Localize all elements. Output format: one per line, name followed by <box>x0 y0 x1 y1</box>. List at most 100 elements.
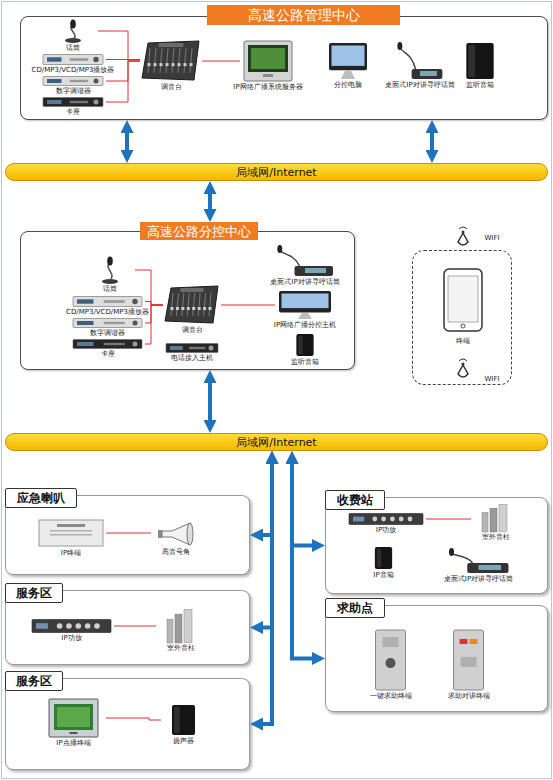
device-illustration <box>361 546 406 570</box>
site-box: 应急喇叭IP终端高音号角 <box>5 495 250 575</box>
device-icon <box>40 97 106 107</box>
device-icon <box>240 40 296 82</box>
device: 求助对讲终端 <box>441 629 496 702</box>
device-illustration <box>240 40 296 82</box>
device: 室外音柱 <box>156 609 206 654</box>
audio-wire <box>106 533 151 534</box>
device-icon <box>156 609 206 643</box>
device: 一键求助终端 <box>363 629 418 702</box>
icon-shape <box>166 344 218 353</box>
device-illustration <box>156 609 206 643</box>
icon-shape <box>468 45 475 77</box>
device: 话筒 <box>85 256 135 295</box>
network-link <box>208 187 212 216</box>
device-icon <box>70 339 145 349</box>
site-tab: 求助点 <box>325 598 385 618</box>
icon-shape <box>172 705 195 735</box>
icon-shape <box>73 340 142 349</box>
title-banner: 高速公路分控中心 <box>140 222 258 240</box>
icon-shape <box>332 46 365 66</box>
device-icon <box>29 619 114 633</box>
device: 监听音箱 <box>285 333 325 368</box>
icon-shape <box>490 508 497 532</box>
icon-shape <box>94 79 99 84</box>
audio-wire <box>135 270 163 305</box>
icon-shape <box>399 517 404 522</box>
icon-shape <box>203 307 206 310</box>
network-link <box>125 126 129 157</box>
device-illustration <box>70 296 145 307</box>
icon-shape <box>466 43 493 79</box>
icon-shape <box>159 43 184 47</box>
icon-shape <box>383 637 399 647</box>
icon-shape <box>187 523 193 545</box>
device-icon <box>151 521 201 547</box>
device-icon <box>36 518 106 548</box>
icon-shape <box>50 534 92 536</box>
icon-shape <box>178 63 181 66</box>
icon-shape <box>77 342 94 346</box>
device-icon <box>460 42 500 80</box>
icon-shape <box>70 101 88 103</box>
device: 室外音柱 <box>471 504 521 543</box>
icon-shape <box>198 307 201 310</box>
icon-shape <box>70 58 88 61</box>
icon-shape <box>192 307 195 310</box>
icon-shape <box>187 293 189 316</box>
icon-shape <box>148 63 151 66</box>
icon-shape <box>349 514 423 525</box>
device: 调音台 <box>140 40 202 93</box>
device-label: 监听音箱 <box>460 81 500 90</box>
device: 话筒 <box>48 19 98 54</box>
network-band: 局域网/Internet <box>5 163 548 181</box>
icon-shape <box>390 517 395 522</box>
icon-shape <box>386 658 396 668</box>
icon-shape <box>77 299 94 303</box>
device-label: 求助对讲终端 <box>441 692 496 701</box>
icon-shape <box>172 48 174 73</box>
device-illustration <box>363 629 418 691</box>
audio-wire <box>106 61 140 81</box>
network-link <box>208 376 212 427</box>
icon-shape <box>408 517 413 522</box>
device-icon <box>441 548 516 574</box>
device-label: 扬声器 <box>161 737 206 746</box>
audio-wire <box>98 31 140 61</box>
icon-shape <box>460 639 468 644</box>
device-illustration <box>270 245 340 277</box>
device-illustration <box>41 698 106 738</box>
center-title: 高速公路管理中心 <box>248 8 360 22</box>
device-label: IP点播终端 <box>41 739 106 748</box>
wifi-label: 终端 <box>413 337 513 346</box>
icon-shape <box>376 630 406 690</box>
icon-shape <box>187 307 190 310</box>
device-icon <box>361 546 406 570</box>
icon-shape <box>104 300 125 303</box>
device-illustration <box>285 333 325 357</box>
audio-wire <box>145 305 163 344</box>
icon-shape <box>412 69 443 79</box>
icon-shape <box>167 619 173 643</box>
device: IP终端 <box>36 518 106 559</box>
icon-shape <box>198 293 200 316</box>
device: 卡座 <box>40 97 106 118</box>
icon-shape <box>296 334 313 356</box>
site-tab: 服务区 <box>5 583 63 603</box>
device: 电话接入主机 <box>163 343 221 364</box>
audio-wire <box>106 59 140 60</box>
icon-shape <box>108 263 112 280</box>
device-label: IP网络广播分控主机 <box>275 321 335 330</box>
icon-shape <box>104 343 125 345</box>
icon-shape <box>377 549 381 567</box>
icon-shape <box>54 704 93 730</box>
icon-shape <box>70 80 88 82</box>
icon-shape <box>375 547 392 569</box>
phone-button <box>461 324 465 328</box>
icon-shape <box>47 100 62 104</box>
icon-shape <box>166 63 169 66</box>
device-icon <box>41 698 106 738</box>
icon-shape <box>184 610 192 643</box>
